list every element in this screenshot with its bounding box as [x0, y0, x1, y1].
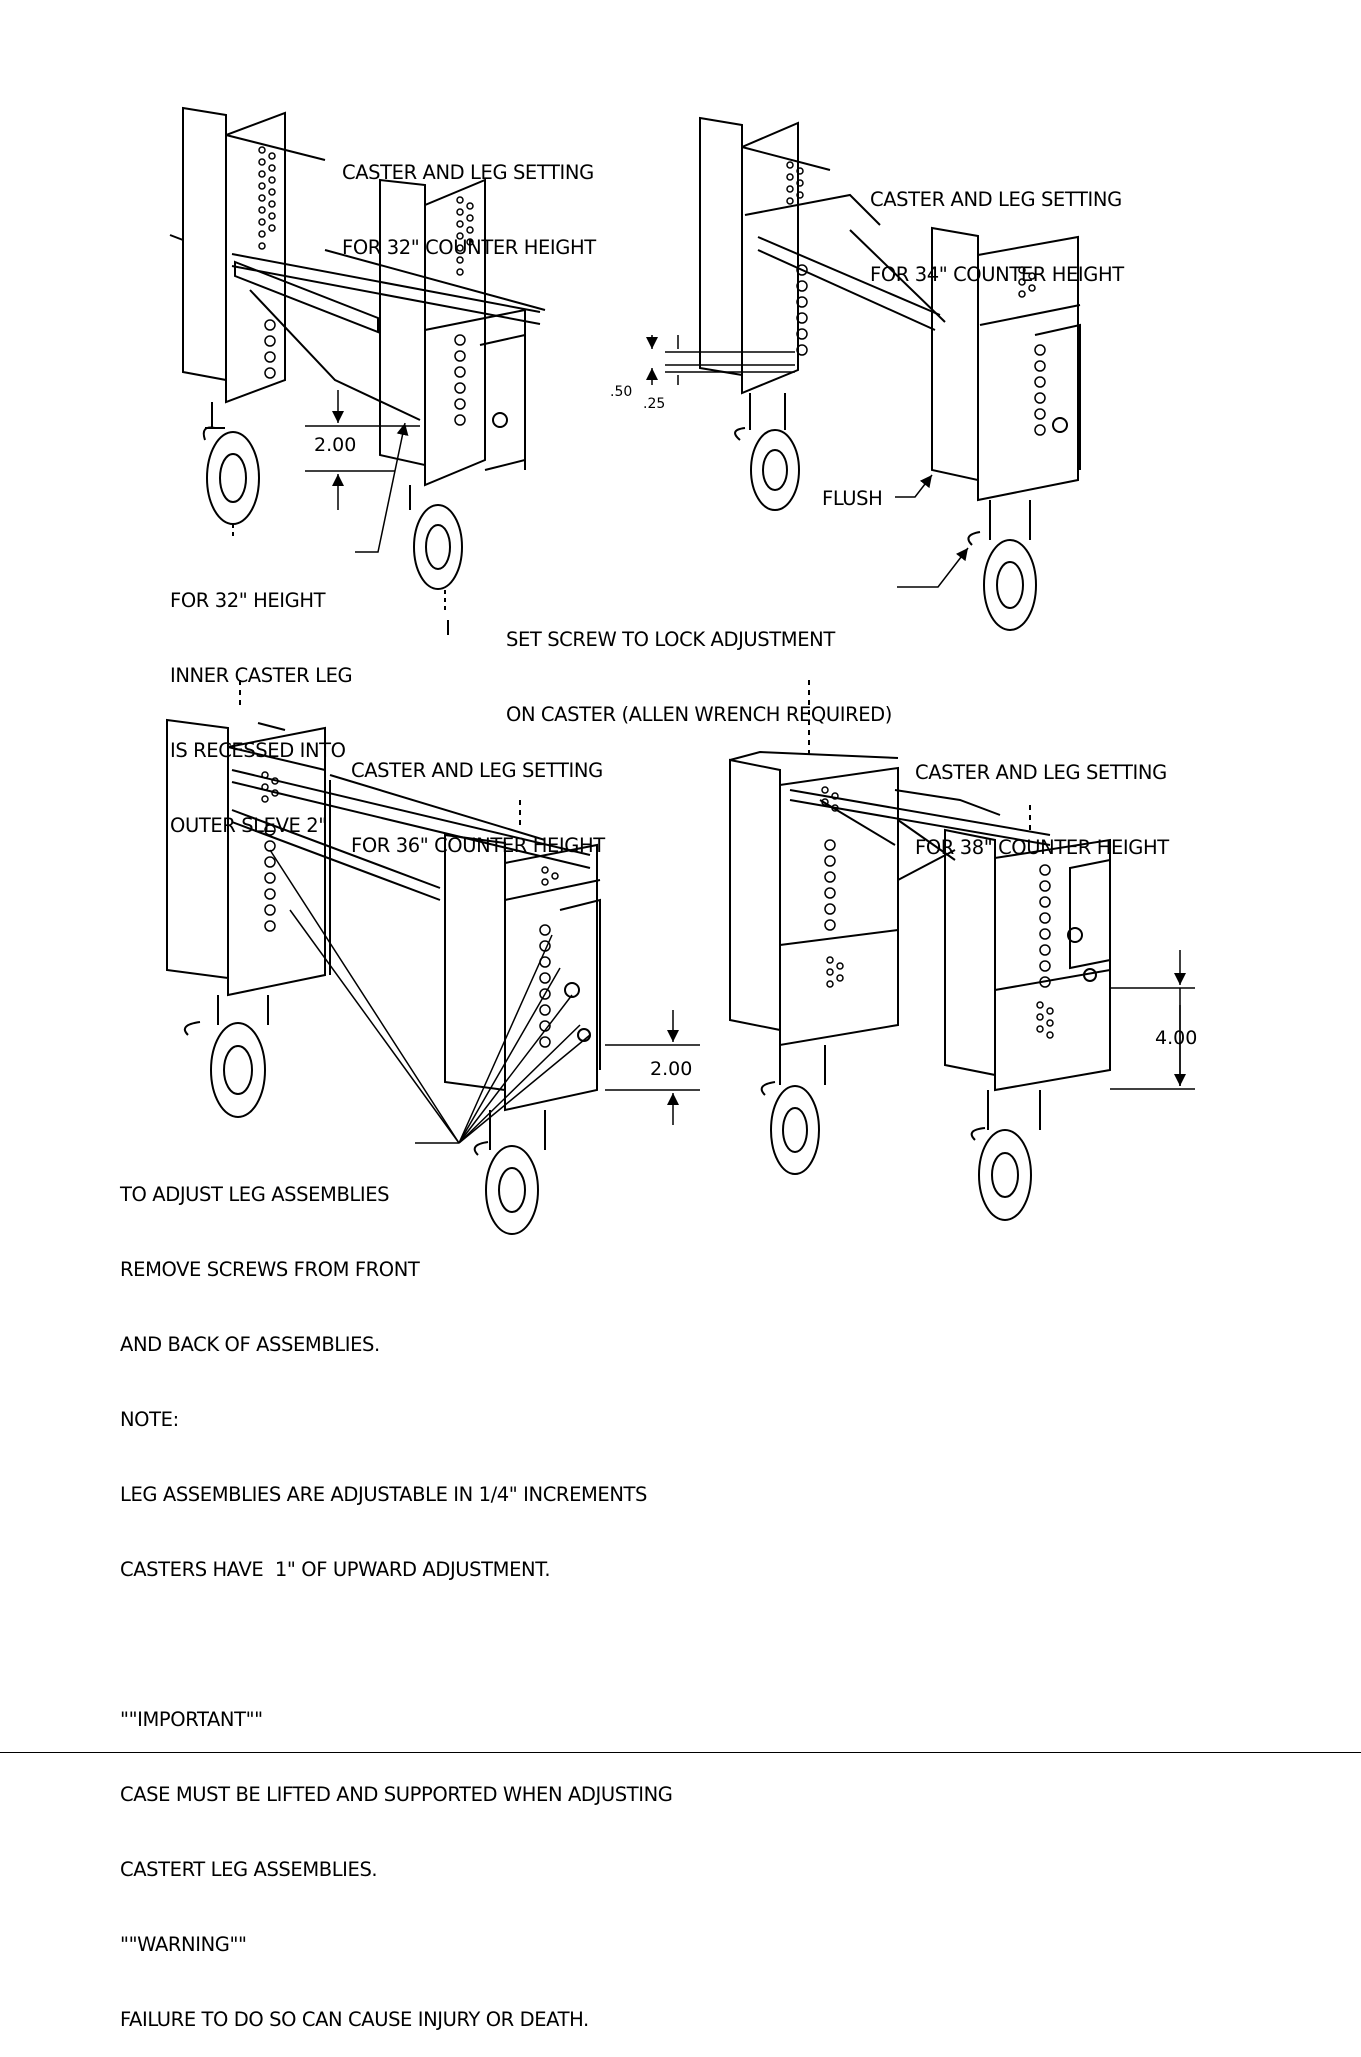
panel-34-illustration: [646, 116, 1081, 631]
dim-34-lines: [646, 335, 795, 385]
panel-32-title-line1: CASTER AND LEG SETTING: [342, 161, 594, 184]
setscrew-line-1: SET SCREW TO LOCK ADJUSTMENT: [506, 628, 835, 651]
panel-32-illustration: [169, 106, 546, 635]
note-line-2: CASTERS HAVE 1" OF UPWARD ADJUSTMENT.: [120, 1558, 551, 1581]
panel-38-illustration: [729, 680, 1195, 1221]
leg-sleeve-front-38: [944, 805, 1111, 1092]
panel-36-illustration: [166, 680, 700, 1235]
hole-column-36a: [261, 771, 279, 932]
note-label: NOTE:: [120, 1408, 179, 1431]
leg-sleeve-back-34: [699, 116, 946, 395]
dim-36-value: 2.00: [650, 1058, 693, 1080]
dim-38-value: 4.00: [1155, 1027, 1198, 1049]
panel-34-title-line1: CASTER AND LEG SETTING: [870, 188, 1122, 211]
panel-36-title: CASTER AND LEG SETTING FOR 36" COUNTER H…: [351, 708, 605, 883]
warning-label: ""WARNING"": [120, 1933, 247, 1956]
dim-34-quarter: .25: [643, 396, 666, 412]
panel-38-title-line1: CASTER AND LEG SETTING: [915, 761, 1167, 784]
hole-column-38a: [821, 786, 844, 988]
dim-32-lines: [305, 390, 420, 510]
caster-32-front: [409, 485, 463, 635]
caster-34-front: [967, 500, 1037, 631]
recess-line-2: INNER CASTER LEG: [170, 664, 353, 687]
caster-32-back: [202, 402, 260, 540]
hole-column-34a: [786, 161, 808, 356]
crossbar-32: [231, 249, 546, 421]
important-line-2: CASTERT LEG ASSEMBLIES.: [120, 1858, 378, 1881]
recess-line-4: OUTER SLEVE 2": [170, 814, 327, 837]
leg-sleeve-back-32: [169, 106, 326, 404]
recess-leader-32: [355, 422, 409, 553]
caster-38-back: [760, 1045, 826, 1175]
panel-34-title: CASTER AND LEG SETTING FOR 34" COUNTER H…: [870, 137, 1124, 312]
warning-line: FAILURE TO DO SO CAN CAUSE INJURY OR DEA…: [120, 2008, 589, 2031]
panel-34-title-line2: FOR 34" COUNTER HEIGHT: [870, 263, 1124, 286]
panel-36-title-line2: FOR 36" COUNTER HEIGHT: [351, 834, 605, 857]
flush-callout: FLUSH: [822, 487, 883, 510]
adjust-line-1: TO ADJUST LEG ASSEMBLIES: [120, 1183, 390, 1206]
hole-column-32b: [264, 196, 474, 426]
important-label: ""IMPORTANT"": [120, 1708, 263, 1731]
leg-sleeve-back-36: [166, 718, 326, 997]
hole-column-34b: [1018, 266, 1046, 436]
panel-36-title-line1: CASTER AND LEG SETTING: [351, 759, 603, 782]
panel-38-title: CASTER AND LEG SETTING FOR 38" COUNTER H…: [915, 710, 1169, 885]
setscrew-line-2: ON CASTER (ALLEN WRENCH REQUIRED): [506, 703, 892, 726]
page-bottom-rule: [0, 1752, 1361, 1753]
recess-line-1: FOR 32" HEIGHT: [170, 589, 326, 612]
recess-callout: FOR 32" HEIGHT INNER CASTER LEG IS RECES…: [170, 538, 353, 863]
dim-34-half: .50: [610, 384, 633, 400]
setscrew-leader: [897, 547, 969, 588]
caster-34-back: [734, 393, 800, 511]
panel-32-title: CASTER AND LEG SETTING FOR 32" COUNTER H…: [342, 110, 596, 285]
hole-column-32a: [258, 146, 276, 250]
setscrew-callout: SET SCREW TO LOCK ADJUSTMENT ON CASTER (…: [506, 577, 892, 752]
adjust-line-3: AND BACK OF ASSEMBLIES.: [120, 1333, 380, 1356]
adjust-line-2: REMOVE SCREWS FROM FRONT: [120, 1258, 420, 1281]
adjust-leaders: [269, 849, 591, 1144]
flush-leader: [895, 474, 933, 498]
caster-36-back: [184, 995, 269, 1118]
leg-sleeve-front-32: [379, 178, 526, 487]
caster-38-front: [970, 1090, 1041, 1221]
crossbar-36: [231, 769, 591, 975]
caster-36-front: [473, 1110, 546, 1235]
dim-36-lines: [605, 1010, 700, 1125]
leg-sleeve-back-38: [729, 750, 899, 1047]
dim-32-value: 2.00: [314, 434, 357, 456]
leg-assembly-drawing: [166, 106, 1195, 1235]
hole-column-38b: [1036, 864, 1054, 1039]
notes-block: TO ADJUST LEG ASSEMBLIES REMOVE SCREWS F…: [120, 1132, 673, 2057]
leg-sleeve-front-36: [444, 833, 601, 1112]
dim-38-lines: [1110, 950, 1195, 1090]
leg-sleeve-front-34: [931, 226, 1081, 502]
important-line-1: CASE MUST BE LIFTED AND SUPPORTED WHEN A…: [120, 1783, 673, 1806]
recess-line-3: IS RECESSED INTO: [170, 739, 346, 762]
note-line-1: LEG ASSEMBLIES ARE ADJUSTABLE IN 1/4" IN…: [120, 1483, 648, 1506]
panel-38-title-line2: FOR 38" COUNTER HEIGHT: [915, 836, 1169, 859]
panel-32-title-line2: FOR 32" COUNTER HEIGHT: [342, 236, 596, 259]
